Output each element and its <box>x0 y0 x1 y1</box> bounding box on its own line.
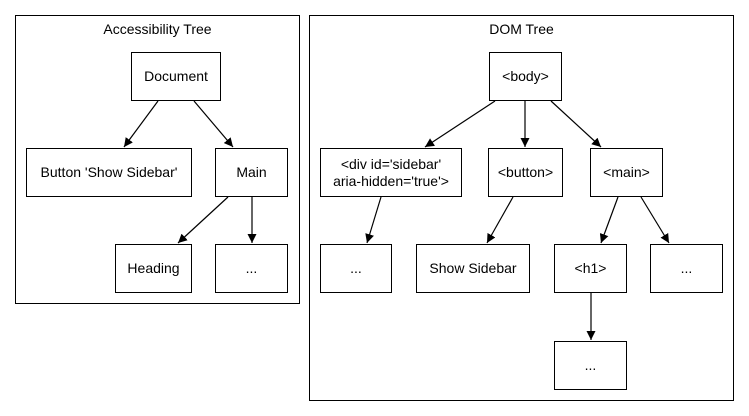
edge-document-main <box>193 100 234 148</box>
edge-body-main <box>550 100 602 148</box>
dom-main-child-node: ... <box>650 244 723 293</box>
edge-body-div <box>424 100 496 148</box>
dom-tree-panel: DOM Tree <box>309 15 734 401</box>
edge-main-heading <box>177 196 229 244</box>
a11y-document-node: Document <box>131 52 221 101</box>
dom-button-node: <button> <box>488 148 563 197</box>
edge-button-text <box>486 196 514 244</box>
dom-body-node: <body> <box>489 52 562 101</box>
dom-div-sidebar-node: <div id='sidebar' aria-hidden='true'> <box>320 148 462 197</box>
dom-h1-node: <h1> <box>554 244 627 293</box>
a11y-ellipsis-node: ... <box>215 244 288 293</box>
edge-div-child <box>365 196 382 244</box>
dom-main-node: <main> <box>590 148 663 197</box>
a11y-heading-node: Heading <box>115 244 192 293</box>
accessibility-tree-panel: Accessibility Tree <box>15 15 300 304</box>
dom-h1-child-node: ... <box>554 341 627 390</box>
dom-button-text-node: Show Sidebar <box>416 244 530 293</box>
a11y-button-node: Button 'Show Sidebar' <box>26 148 192 197</box>
accessibility-tree-title: Accessibility Tree <box>103 21 212 37</box>
edge-document-button <box>123 100 159 148</box>
edge-main-child <box>640 196 670 244</box>
edge-main-h1 <box>599 196 619 244</box>
dom-div-child-node: ... <box>320 244 392 293</box>
dom-tree-title: DOM Tree <box>489 21 554 37</box>
a11y-main-node: Main <box>215 148 288 197</box>
